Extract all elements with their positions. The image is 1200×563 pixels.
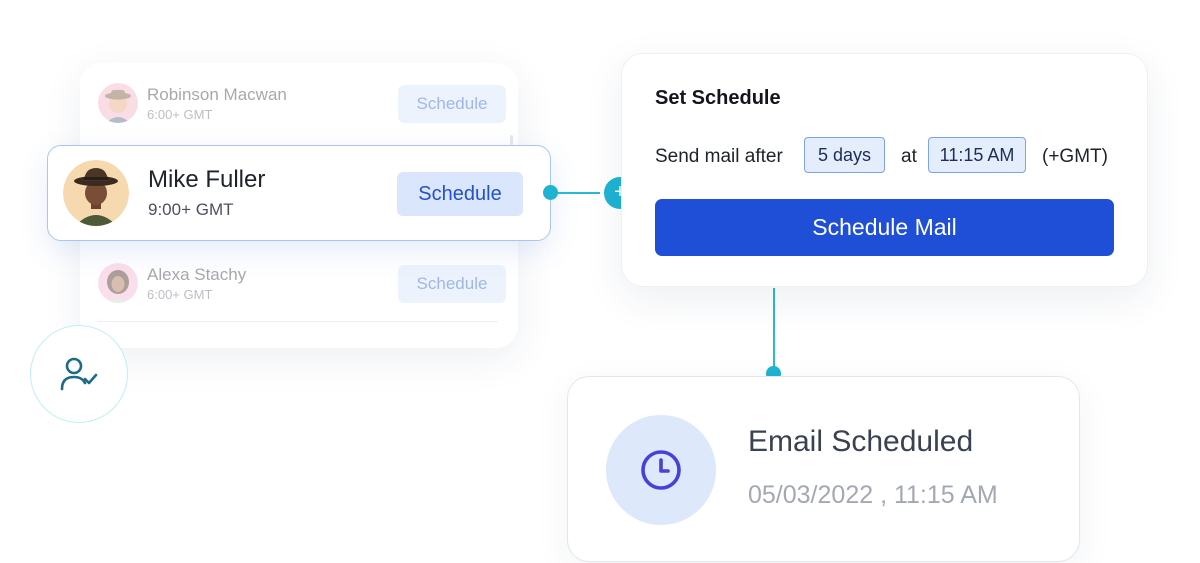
contact-timezone: 6:00+ GMT [147,287,213,302]
connector-line [551,192,619,194]
time-selector[interactable]: 11:15 AM [928,137,1026,173]
contact-row-robinson[interactable]: Robinson Macwan 6:00+ GMT Schedule [80,63,518,123]
clock-icon-circle [606,415,716,525]
timezone-label: (+GMT) [1042,146,1108,167]
contact-row-mike-selected[interactable]: Mike Fuller 9:00+ GMT Schedule [47,145,551,241]
user-check-badge [30,325,128,423]
schedule-button[interactable]: Schedule [397,172,523,216]
scheduled-datetime: 05/03/2022 , 11:15 AM [748,481,998,509]
schedule-button[interactable]: Schedule [398,265,506,303]
contact-name: Robinson Macwan [147,85,287,104]
panel-title: Set Schedule [655,87,781,109]
schedule-options-row: Send mail after 5 days at 11:15 AM (+GMT… [655,137,1125,173]
clock-icon [641,450,681,490]
avatar-robinson [98,83,138,123]
schedule-mail-button[interactable]: Schedule Mail [655,199,1114,256]
contact-timezone: 6:00+ GMT [147,107,213,122]
avatar-alexa [98,263,138,303]
scrollbar[interactable] [510,135,513,145]
confirmation-title: Email Scheduled [748,425,974,458]
avatar-mike [63,160,129,226]
send-after-label: Send mail after [655,146,783,167]
contact-name: Alexa Stachy [147,265,247,284]
set-schedule-card: Set Schedule Send mail after 5 days at 1… [621,53,1148,287]
contact-row-alexa[interactable]: Alexa Stachy 6:00+ GMT Schedule [80,243,518,303]
contact-name: Mike Fuller [148,166,266,193]
delay-selector[interactable]: 5 days [804,137,885,173]
email-scheduled-card: Email Scheduled 05/03/2022 , 11:15 AM [567,376,1080,562]
connector-line-vertical [773,288,775,373]
connector-dot [543,185,558,200]
user-check-icon [60,357,98,391]
schedule-button[interactable]: Schedule [398,85,506,123]
contact-timezone: 9:00+ GMT [148,200,234,219]
at-label: at [901,146,917,167]
list-divider [98,321,498,322]
